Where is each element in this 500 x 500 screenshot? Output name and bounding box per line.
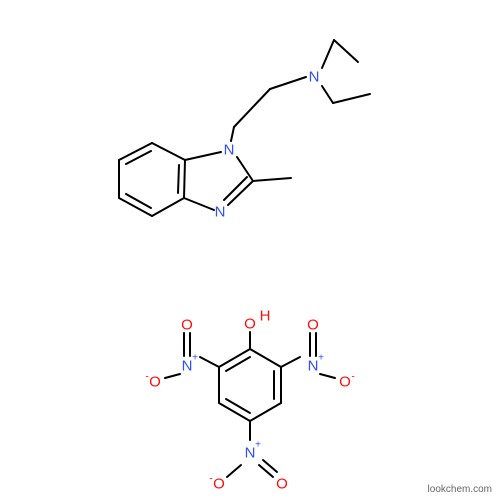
bond-ring-bottom-left <box>218 402 251 422</box>
ring-n1-label: N <box>224 142 235 159</box>
bond-ethyl2-b <box>321 85 334 104</box>
bond-ring-top-right <box>249 348 282 368</box>
nitro-right-oxygen-charge: - <box>351 372 354 383</box>
nitro-left-oxygen-minus-label: O <box>149 374 161 391</box>
bond-chain-3 <box>230 126 235 142</box>
bond-n-o-bottom-minus <box>226 464 242 478</box>
bond-ring-top-left-inner <box>225 356 251 372</box>
bond-n-o-left-minus <box>164 373 181 379</box>
nitro-left-oxygen-charge: - <box>145 372 148 383</box>
bond-c7a-n1 <box>184 151 222 161</box>
bond-c-n-left <box>199 356 220 368</box>
ring-n3-label: N <box>215 204 226 221</box>
bond-benz-2i <box>125 150 152 165</box>
watermark: lookchem.com <box>428 484 492 495</box>
nitro-right-nitrogen-label: N <box>308 358 319 375</box>
bond-benz-4 <box>118 197 153 217</box>
nitro-right-nitrogen-charge: + <box>318 353 324 364</box>
bond-c3a-c7a <box>183 159 186 199</box>
bond-n1-c2 <box>236 156 254 182</box>
hydroxyl-oxygen-label: O <box>244 316 256 333</box>
bond-ring-bottom-right <box>249 402 282 422</box>
nitro-bottom-oxygen-charge: - <box>209 474 212 485</box>
bond-n-o-bottom-right-b <box>262 459 278 473</box>
bond-ethyl1-b <box>321 39 335 69</box>
bond-ethyl2-a <box>332 93 371 104</box>
trinitrophenol-molecule: O H O N + O - O N + O - N + O - O <box>145 308 354 493</box>
bond-chain-2 <box>233 88 271 128</box>
bond-n3-c3a <box>183 197 215 211</box>
bond-benz-inner <box>177 164 180 194</box>
nitro-right-oxygen-minus-label: O <box>339 374 351 391</box>
bond-n-o-bottom-right-a <box>258 464 274 478</box>
bond-c-n-right <box>280 356 301 368</box>
bond-benz-5 <box>151 197 185 217</box>
bond-benz-2 <box>118 142 153 161</box>
nitro-left-oxygen-top-label: O <box>181 317 193 334</box>
nitro-right-oxygen-top-label: O <box>307 317 319 334</box>
amine-nitrogen-label: N <box>309 69 320 86</box>
bond-n-o-right-minus <box>319 373 336 379</box>
nitro-bottom-nitrogen-label: N <box>245 445 256 462</box>
bond-chain-1 <box>269 76 307 90</box>
hydroxyl-hydrogen-label: H <box>260 308 271 325</box>
bond-c2-n3-b <box>223 176 248 201</box>
benzimidazole-amine-molecule: N N N <box>118 39 371 221</box>
nitro-left-nitrogen-charge: + <box>192 353 198 364</box>
bond-ethyl1-a <box>333 39 359 63</box>
nitro-bottom-nitrogen-charge: + <box>255 440 261 451</box>
bond-ring-top-left <box>218 348 251 368</box>
nitro-left-nitrogen-label: N <box>182 358 193 375</box>
bond-ring-bottom-left-inner <box>225 398 251 414</box>
nitro-bottom-oxygen-minus-label: O <box>213 476 225 493</box>
bond-benz-4i <box>125 193 152 209</box>
bond-c2-n3-a <box>227 180 254 206</box>
nitro-bottom-oxygen-right-label: O <box>276 476 288 493</box>
bond-methyl <box>252 177 292 182</box>
bond-benz-1 <box>151 142 186 161</box>
